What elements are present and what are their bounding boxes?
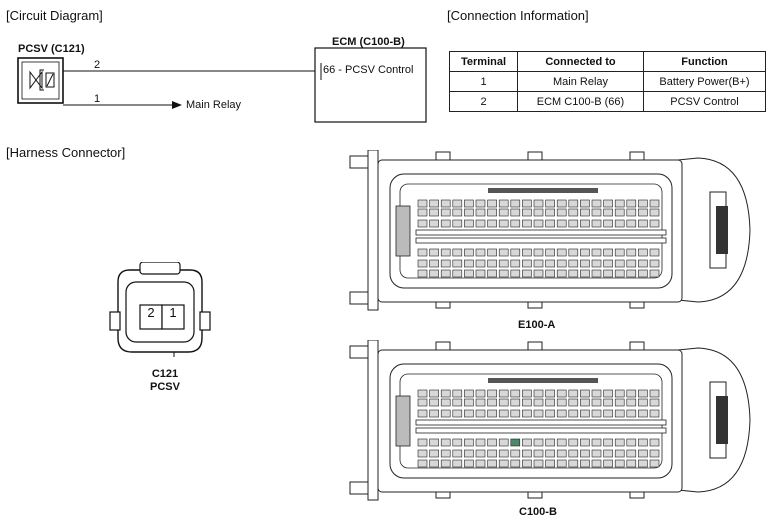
connection-table: Terminal Connected to Function 1 Main Re… — [449, 51, 766, 112]
wire-2-label: 2 — [94, 59, 101, 71]
pcsv-component-label: PCSV (C121) — [18, 43, 85, 55]
header-function: Function — [643, 51, 766, 72]
cell-function: PCSV Control — [643, 91, 766, 112]
cell-connected-to: Main Relay — [517, 71, 644, 92]
ecm-box — [314, 47, 427, 123]
c121-label: C121 — [151, 368, 179, 380]
c121-name-label: PCSV — [150, 381, 180, 393]
arrow-right-icon — [172, 101, 182, 109]
c121-pin-2: 2 — [147, 305, 155, 320]
ecm-label: ECM (C100-B) — [332, 36, 405, 48]
circuit-diagram — [17, 47, 427, 123]
cell-terminal: 1 — [449, 71, 518, 92]
c100-b-connector — [349, 340, 751, 501]
table-row: 1 Main Relay Battery Power(B+) — [449, 71, 766, 92]
c121-connector — [109, 262, 211, 357]
cell-terminal: 2 — [449, 91, 518, 112]
ecm-pin-label: 66 - PCSV Control — [323, 64, 414, 76]
c100-b-label: C100-B — [519, 506, 557, 518]
cell-function: Battery Power(B+) — [643, 71, 766, 92]
table-header-row: Terminal Connected to Function — [449, 51, 766, 72]
cell-connected-to: ECM C100-B (66) — [517, 91, 644, 112]
c121-pin-1: 1 — [169, 305, 177, 320]
e100-a-label: E100-A — [518, 319, 556, 331]
table-row: 2 ECM C100-B (66) PCSV Control — [449, 91, 766, 112]
pcsv-symbol-inner — [21, 61, 60, 100]
main-relay-label: Main Relay — [186, 99, 242, 111]
solenoid-valve-icon — [29, 69, 55, 91]
header-connected-to: Connected to — [517, 51, 644, 72]
wire-1-label: 1 — [94, 93, 101, 105]
harness-connector-title: [Harness Connector] — [6, 145, 126, 160]
circuit-diagram-title: [Circuit Diagram] — [6, 8, 103, 23]
connection-info-title: [Connection Information] — [447, 8, 589, 23]
e100-a-connector — [349, 150, 751, 311]
header-terminal: Terminal — [449, 51, 518, 72]
